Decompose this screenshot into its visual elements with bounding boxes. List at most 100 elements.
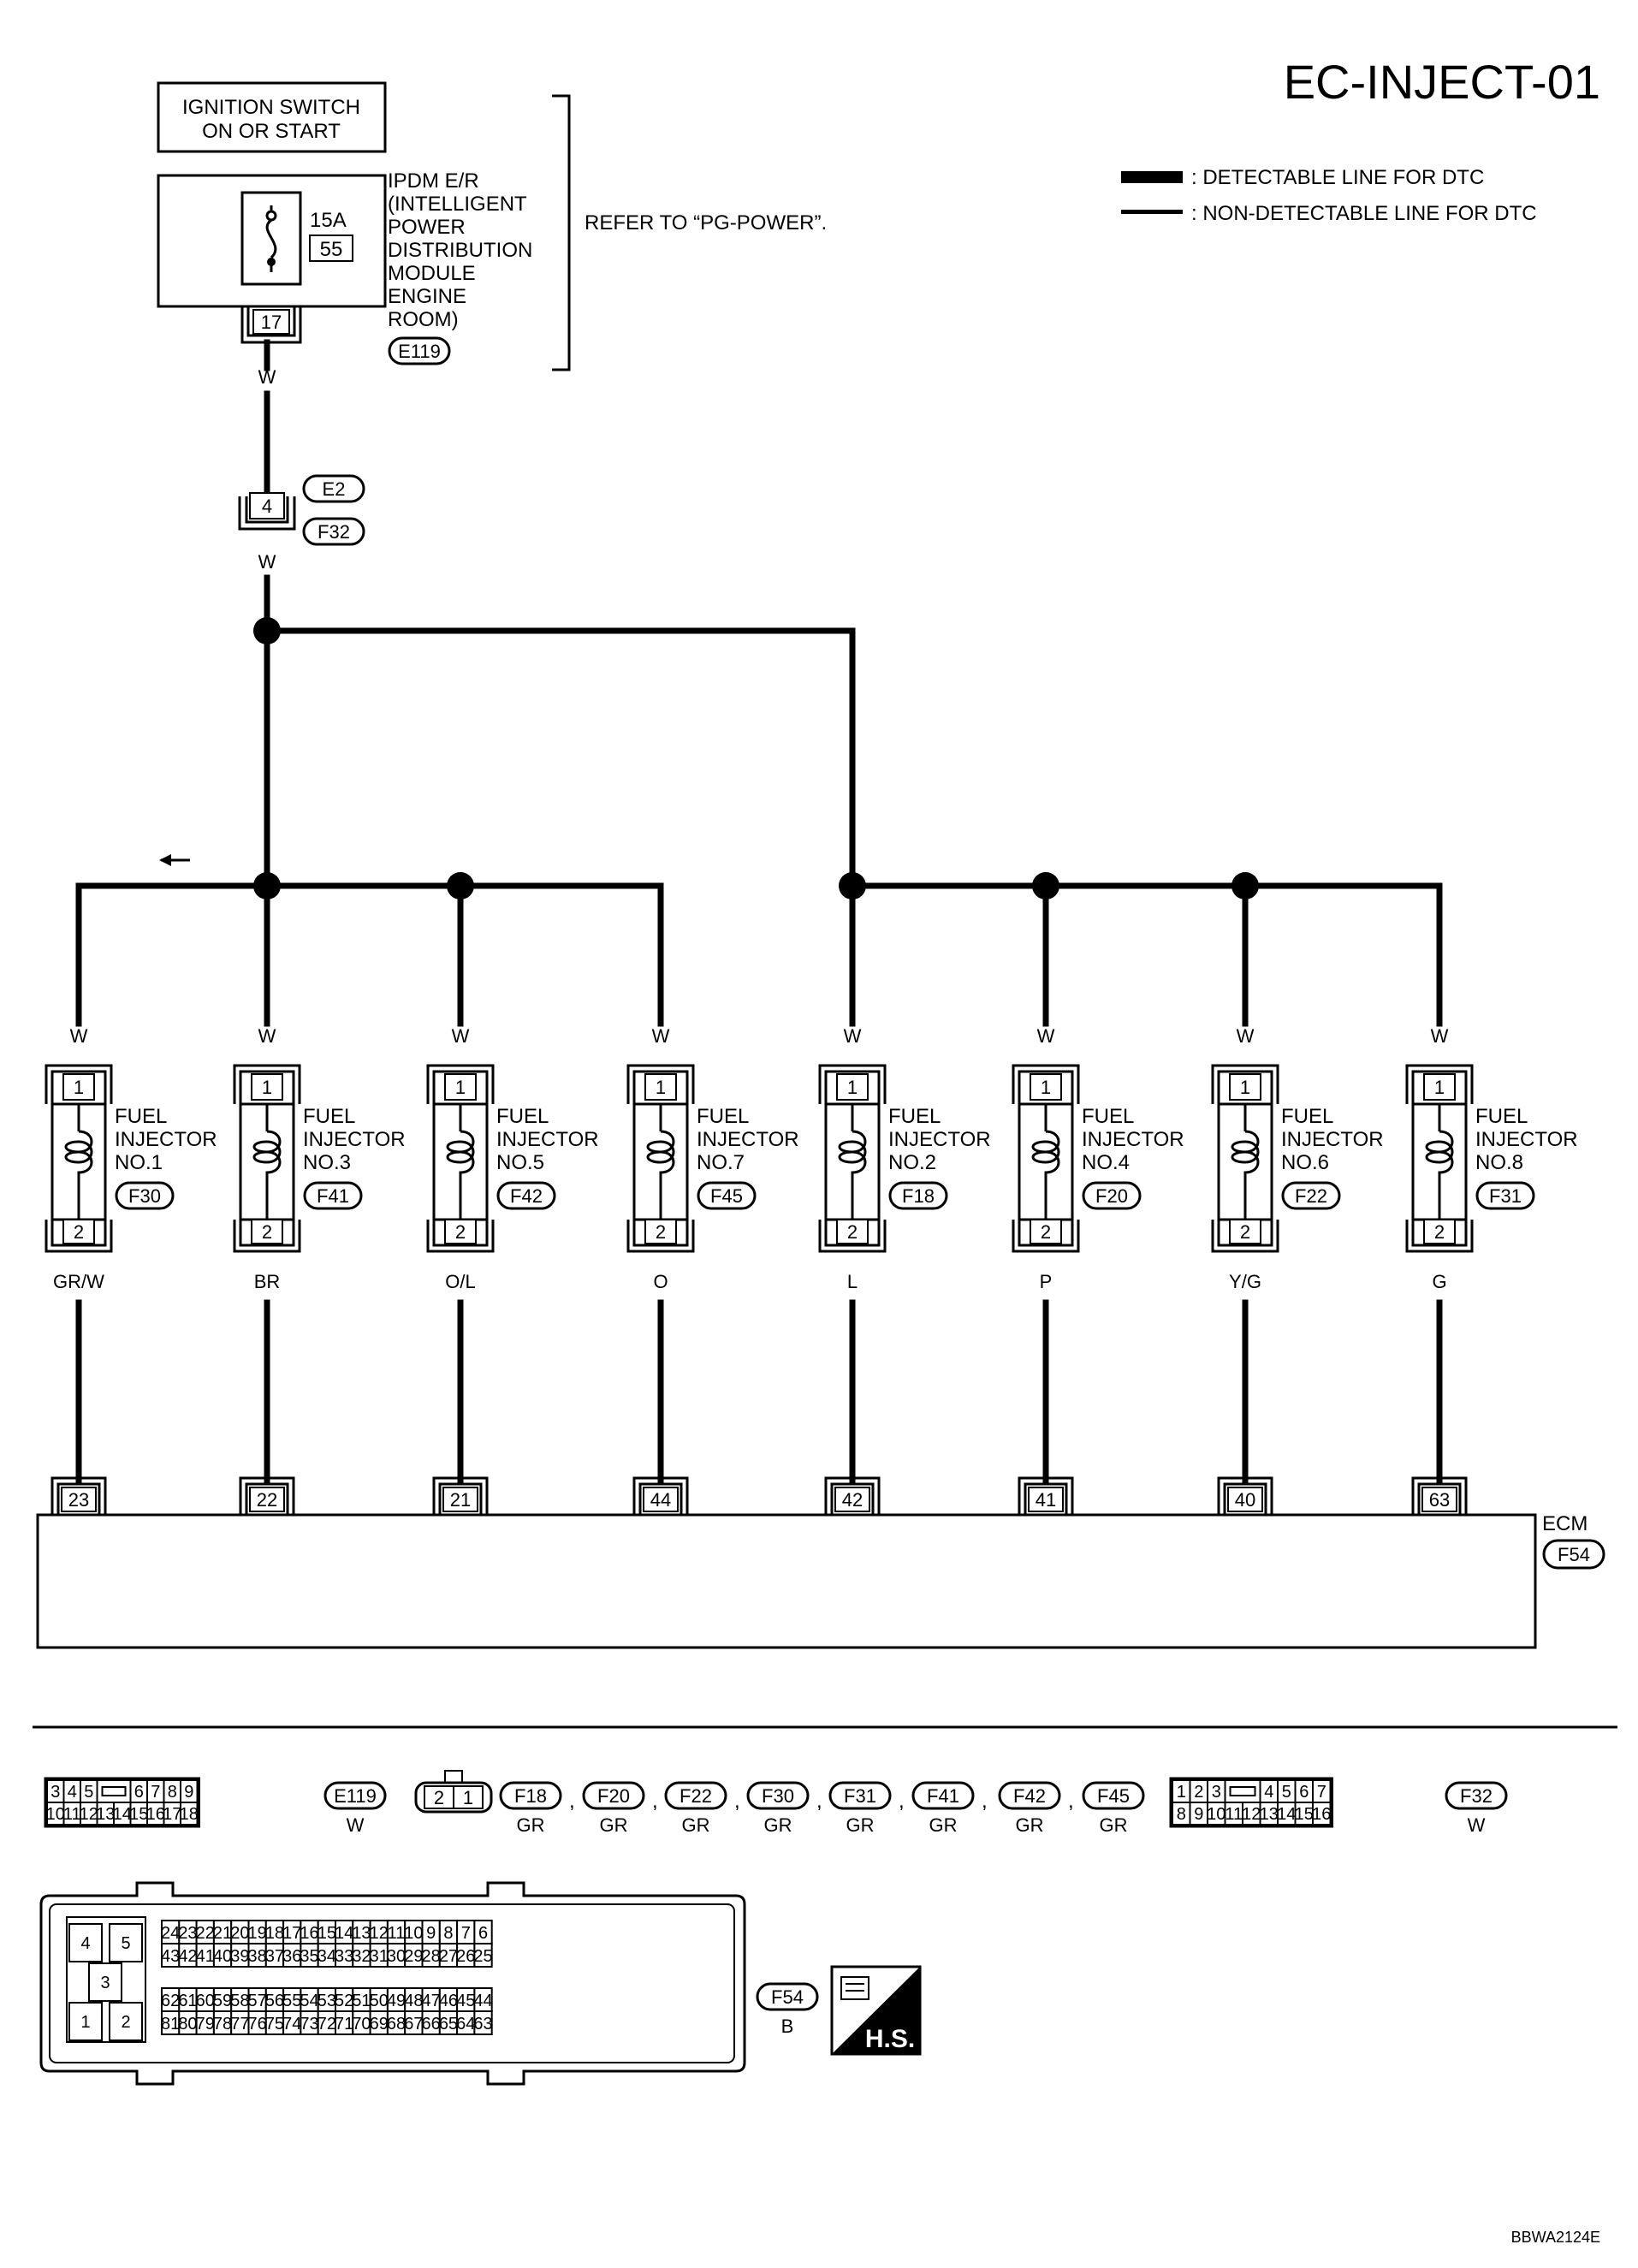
pin-cell: 19 xyxy=(248,1924,267,1943)
pin-cell: 14 xyxy=(113,1805,132,1824)
injector-label-3: NO.3 xyxy=(303,1151,351,1174)
ecm-pin: 63 xyxy=(1429,1489,1450,1511)
pin-cell: 45 xyxy=(456,1992,475,2010)
injector-label-1: FUEL xyxy=(1475,1105,1528,1128)
wire-color-in: W xyxy=(258,1025,276,1047)
inj-conn-id: F18 xyxy=(514,1785,547,1807)
pin-cell: 50 xyxy=(370,1992,389,2010)
separator-comma: , xyxy=(816,1790,822,1813)
injector-pin2: 2 xyxy=(1240,1221,1250,1243)
pin-cell: 37 xyxy=(265,1947,284,1966)
junction-terminal: 4 xyxy=(262,496,272,517)
pin-cell: 41 xyxy=(196,1947,215,1966)
wire-color-top: W xyxy=(258,366,276,388)
pin-cell: 12 xyxy=(370,1924,389,1943)
pin-cell: 79 xyxy=(196,2015,215,2033)
injector-pin1: 1 xyxy=(1240,1077,1250,1098)
splice-left-1 xyxy=(253,872,281,899)
fuse-amp: 15A xyxy=(310,209,347,232)
inj-conn-color: GR xyxy=(764,1814,792,1836)
injector-label-1: FUEL xyxy=(303,1105,355,1128)
pin-cell: 7 xyxy=(461,1924,471,1943)
pin-cell: 13 xyxy=(352,1924,371,1943)
e119-id: E119 xyxy=(334,1785,377,1807)
ipdm-label-2: POWER xyxy=(388,216,466,239)
pin-cell: 1 xyxy=(1177,1783,1186,1802)
ipdm-label-4: MODULE xyxy=(388,262,476,285)
junction-conn-b: F32 xyxy=(318,521,350,543)
injector-label-2: INJECTOR xyxy=(1082,1128,1184,1151)
injector-pin2: 2 xyxy=(1041,1221,1051,1243)
inj-conn-color: GR xyxy=(1016,1814,1044,1836)
pin-cell: 10 xyxy=(404,1924,423,1943)
pin-cell: 10 xyxy=(1207,1805,1226,1824)
fuse-number: 55 xyxy=(320,238,343,261)
pin-cell: 64 xyxy=(456,2015,475,2033)
injector-label-3: NO.1 xyxy=(115,1151,163,1174)
connector-icon xyxy=(840,1976,869,2000)
diagram-title: EC-INJECT-01 xyxy=(1284,55,1600,109)
ipdm-terminal: 17 xyxy=(261,312,282,333)
legend-thick-line xyxy=(1121,171,1183,183)
pin-cell: 7 xyxy=(1317,1783,1326,1802)
pin-cell: 15 xyxy=(318,1924,336,1943)
injector-label-1: FUEL xyxy=(888,1105,941,1128)
injector-pin2: 2 xyxy=(656,1221,666,1243)
pin-cell: 8 xyxy=(1177,1805,1186,1824)
pin-cell: 15 xyxy=(129,1805,148,1824)
injector-pin2: 2 xyxy=(262,1221,272,1243)
pin-cell: 49 xyxy=(387,1992,406,2010)
injector-pin2: 2 xyxy=(1434,1221,1445,1243)
pin-cell: 10 xyxy=(46,1805,65,1824)
wire-color-in: W xyxy=(452,1025,470,1047)
splice-right-2 xyxy=(1032,872,1059,899)
inj-conn-id: F30 xyxy=(762,1785,794,1807)
wire-color-out: O/L xyxy=(445,1271,475,1292)
inj-conn-id: F31 xyxy=(844,1785,876,1807)
pin-cell: 30 xyxy=(387,1947,406,1966)
injector-connector: F30 xyxy=(128,1185,161,1207)
refer-text: REFER TO “PG-POWER”. xyxy=(585,211,827,235)
injector-label-2: INJECTOR xyxy=(888,1128,991,1151)
coil-icon xyxy=(64,1130,93,1194)
pin-cell: 59 xyxy=(213,1992,232,2010)
pin-cell: 5 xyxy=(84,1783,93,1802)
pin-cell: 25 xyxy=(473,1947,492,1966)
ipdm-label-1: (INTELLIGENT xyxy=(388,193,527,216)
pin-cell: 48 xyxy=(404,1992,423,2010)
pin-cell: 78 xyxy=(213,2015,232,2033)
injector-connector: F42 xyxy=(510,1185,543,1207)
injector-connector-list: F18GR,F20GR,F22GR,F30GR,F31GR,F41GR,F42G… xyxy=(499,1781,1145,1836)
injector-label-1: FUEL xyxy=(1281,1105,1333,1128)
pin-cell: 13 xyxy=(96,1805,115,1824)
pin-cell: 43 xyxy=(161,1947,180,1966)
pin-cell: 6 xyxy=(478,1924,488,1943)
wire-color-in: W xyxy=(1431,1025,1449,1047)
separator-comma: , xyxy=(982,1790,988,1813)
pin-cell: 62 xyxy=(161,1992,180,2010)
ecm-pin: 21 xyxy=(450,1489,471,1511)
pin-cell: 36 xyxy=(282,1947,301,1966)
inj-conn-color: GR xyxy=(929,1814,958,1836)
pin-cell: 12 xyxy=(80,1805,98,1824)
pin-cell: 81 xyxy=(161,2015,180,2033)
splice-right-3 xyxy=(1231,872,1259,899)
pin-cell: 18 xyxy=(180,1805,199,1824)
pin-cell: 56 xyxy=(265,1992,284,2010)
pin-cell: 5 xyxy=(1282,1783,1291,1802)
wire-color-in: W xyxy=(1237,1025,1255,1047)
injector-group: W12FUELINJECTORNO.1F30GR/W23INJ#1W12FUEL… xyxy=(45,1025,1578,1542)
pin-cell: 4 xyxy=(68,1783,77,1802)
pin-cell: 18 xyxy=(265,1924,284,1943)
splice-right-1 xyxy=(839,872,866,899)
pin-cell: 6 xyxy=(134,1783,144,1802)
injector-pin1: 1 xyxy=(455,1077,466,1098)
pin-cell: 70 xyxy=(352,2015,371,2033)
pin-cell: 29 xyxy=(404,1947,423,1966)
